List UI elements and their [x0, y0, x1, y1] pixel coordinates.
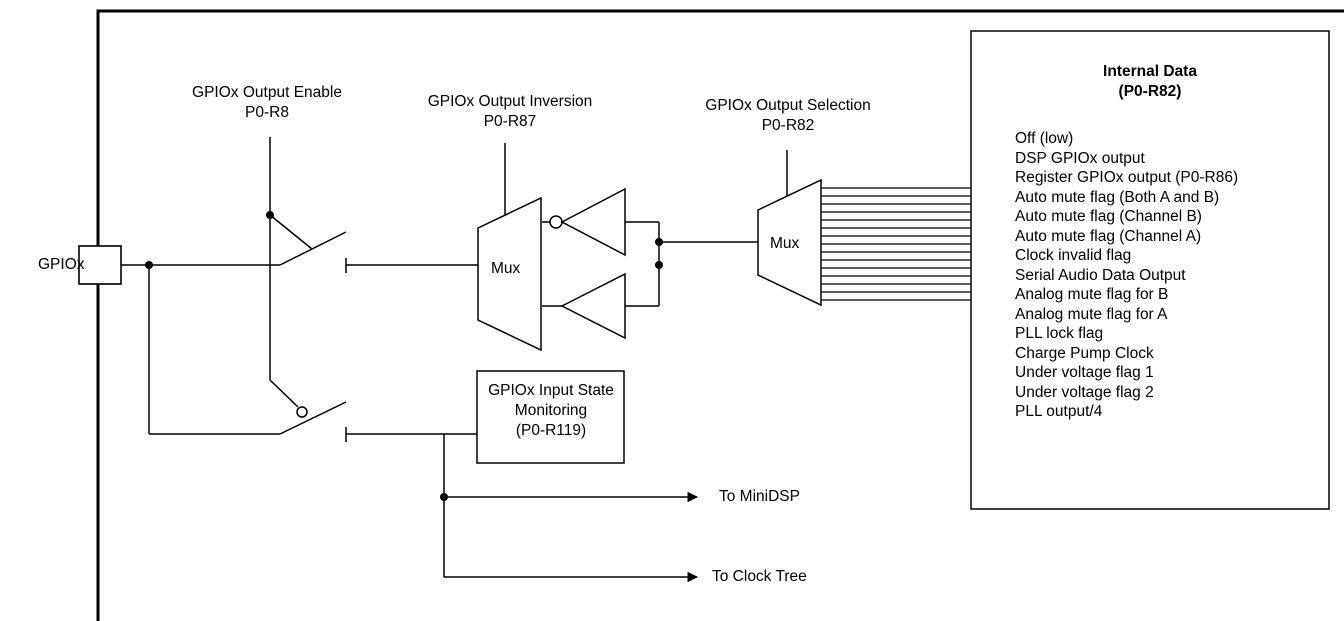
to-minidsp-label: To MiniDSP: [719, 488, 800, 505]
internal-data-box: [970, 30, 1330, 510]
internal-data-item: Analog mute flag for B: [1015, 286, 1169, 303]
gpiox-pin-box: [78, 245, 122, 285]
buffer-triangle: [560, 272, 626, 340]
internal-data-item: PLL lock flag: [1015, 325, 1104, 342]
inverter-bubble: [549, 215, 563, 229]
internal-data-title: Internal Data (P0-R82): [1103, 63, 1197, 100]
output-selection-label: GPIOx Output Selection P0-R82: [705, 97, 871, 134]
internal-data-item: Auto mute flag (Channel A): [1015, 227, 1202, 245]
output-enable-label: GPIOx Output Enable P0-R8: [192, 84, 342, 121]
internal-data-item: Auto mute flag (Both A and B): [1015, 188, 1220, 206]
mux-inversion: [477, 196, 542, 352]
mux-selection: [757, 178, 822, 307]
internal-data-item: Off (low): [1015, 130, 1074, 147]
mux-selection-label: Mux: [770, 235, 800, 252]
output-inversion-label: GPIOx Output Inversion P0-R87: [427, 93, 593, 130]
internal-data-item: PLL output/4: [1015, 403, 1103, 420]
internal-data-item: Under voltage flag 2: [1015, 383, 1154, 401]
internal-data-item: Register GPIOx output (P0-R86): [1015, 169, 1239, 186]
gpiox-pin-label: GPIOx: [38, 256, 85, 273]
internal-data-item: Charge Pump Clock: [1015, 344, 1154, 362]
input-state-label: GPIOx Input State Monitoring (P0-R119): [488, 382, 614, 439]
inverter-triangle: [560, 187, 626, 257]
internal-data-item: Serial Audio Data Output: [1015, 266, 1186, 284]
data-bus: [821, 187, 971, 301]
internal-data-item: Analog mute flag for A: [1015, 305, 1168, 323]
junction-dots: [145, 211, 663, 501]
to-clock-tree-label: To Clock Tree: [712, 568, 807, 585]
mux-inversion-label: Mux: [491, 260, 521, 277]
internal-data-item: DSP GPIOx output: [1015, 149, 1145, 167]
input-state-box: [476, 370, 625, 464]
inversion-bubble-input: [296, 406, 308, 418]
internal-data-item: Clock invalid flag: [1015, 247, 1132, 264]
input-enable-switch: [279, 401, 347, 435]
output-enable-switch: [279, 231, 347, 266]
internal-data-item: Auto mute flag (Channel B): [1015, 208, 1202, 225]
chip-boundary: [96, 9, 1344, 621]
internal-data-item: Under voltage flag 1: [1015, 364, 1154, 381]
